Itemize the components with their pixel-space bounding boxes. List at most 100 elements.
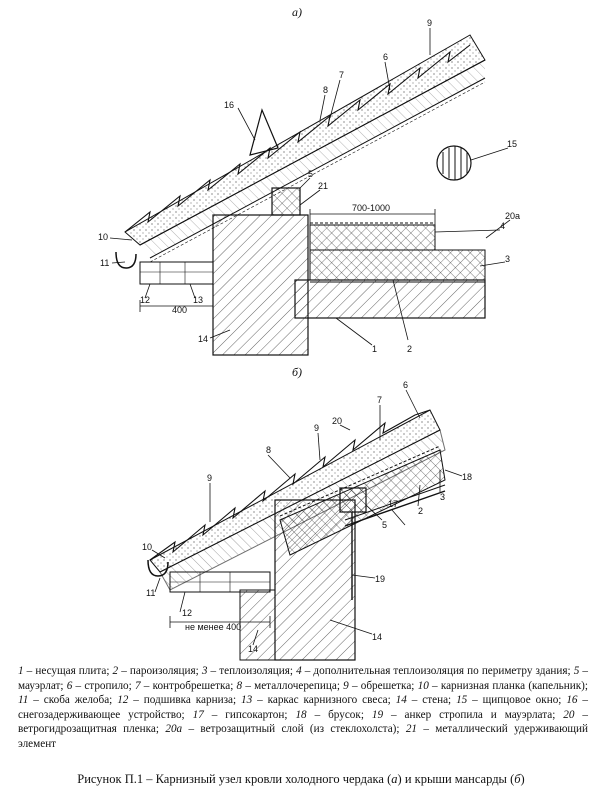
figure-title: Рисунок П.1 – Карнизный узел кровли холо…	[0, 772, 602, 787]
legend-num-19: 19	[371, 708, 384, 721]
legend-text-2: – пароизоляция;	[118, 665, 202, 677]
legend-text-8: – металлочерепица;	[242, 679, 344, 692]
legend-num-8: 8	[236, 679, 243, 692]
legend-text-20a: – ветрозащитный слой (из стеклохолста);	[182, 723, 406, 736]
label-a-15: 15	[507, 139, 517, 149]
legend-text-7: – контробрешетка;	[140, 679, 237, 692]
label-a-3: 3	[505, 254, 510, 264]
label-b-10: 10	[142, 542, 152, 552]
legend-text-9: – обрешетка;	[348, 679, 418, 692]
gypsum-board-b	[344, 490, 446, 527]
label-a-11: 11	[100, 258, 109, 268]
label-b-12: 12	[182, 608, 192, 618]
legend-num-15: 15	[456, 694, 468, 707]
wall-b-outer	[239, 589, 276, 661]
figure-b: б) не менее 400	[142, 365, 472, 661]
legend-num-18: 18	[295, 708, 307, 721]
label-b-11: 11	[146, 588, 155, 598]
leaders-a	[109, 28, 511, 346]
label-b-14-inner: 14	[372, 632, 382, 642]
gutter-a	[115, 251, 137, 269]
label-a-5: 5	[308, 169, 313, 179]
subfigure-b-label: б)	[292, 365, 302, 379]
label-b-18: 18	[462, 472, 472, 482]
label-b-6: 6	[403, 380, 408, 390]
title-a: а	[391, 772, 398, 786]
legend-num-21: 21	[405, 723, 418, 736]
wall-b	[274, 499, 356, 661]
label-a-21: 21	[318, 181, 328, 191]
underlay-a	[149, 81, 486, 263]
legend-text-4: – дополнительная теплоизоляция по периме…	[301, 665, 574, 677]
legend-text-21: – металлический удерживающий элемент	[18, 723, 589, 750]
roof-tile-layer-a	[124, 34, 486, 246]
legend-text-12: – подшивка карниза;	[128, 694, 241, 707]
label-b-2: 2	[418, 506, 423, 516]
legend-num-16: 16	[566, 694, 578, 707]
label-a-16: 16	[224, 100, 234, 110]
legend-text-11: – скоба желоба;	[28, 694, 118, 707]
legend-num-11: 11	[18, 694, 29, 707]
label-a-2: 2	[407, 344, 412, 354]
legend-num-5: 5	[573, 665, 580, 677]
legend-num-9: 9	[343, 679, 349, 692]
legend-num-2: 2	[112, 665, 119, 677]
figure-a: а)	[98, 5, 520, 356]
vapor-barrier-b	[344, 484, 446, 521]
legend-num-14: 14	[395, 694, 407, 707]
dim-400-a: 400	[172, 305, 187, 315]
label-a-12: 12	[140, 295, 150, 305]
title-mid: ) и крыши мансарды (	[397, 772, 515, 786]
label-a-8: 8	[323, 85, 328, 95]
label-a-7: 7	[339, 70, 344, 80]
rafter-body-a	[140, 60, 485, 258]
legend-text-6: – стропило;	[72, 679, 135, 692]
legend-num-10: 10	[417, 679, 429, 692]
legend-num-4: 4	[296, 665, 302, 677]
subfigure-a-label: а)	[292, 5, 302, 19]
label-a-9: 9	[427, 18, 432, 28]
title-b: б	[514, 772, 521, 786]
label-a-10: 10	[98, 232, 108, 242]
label-b-20: 20	[332, 416, 342, 426]
legend-num-13: 13	[240, 694, 253, 707]
wind-film-b	[279, 445, 441, 517]
label-b-9-upper: 9	[314, 423, 319, 433]
label-b-17: 17	[388, 499, 398, 509]
legend-num-1: 1	[18, 665, 24, 677]
legend-num-17: 17	[192, 708, 204, 721]
legend-text-13: – каркас карнизного свеса;	[252, 694, 396, 707]
legend-text-15: – щипцовое окно;	[467, 694, 567, 707]
label-b-8: 8	[266, 445, 271, 455]
dim-700-1000: 700-1000	[352, 203, 390, 213]
label-a-20a: 20а	[505, 211, 520, 221]
legend-num-20a: 20а	[165, 723, 183, 736]
floor-slab-a	[294, 279, 486, 319]
leaders-b	[151, 389, 463, 646]
label-a-1: 1	[372, 344, 377, 354]
label-b-3: 3	[440, 492, 445, 502]
label-b-14-outer: 14	[248, 644, 258, 654]
legend-text-16: – снегозадерживающее устройство;	[18, 694, 589, 721]
title-prefix: Рисунок П.1 – Карнизный узел кровли холо…	[77, 772, 392, 786]
label-a-6: 6	[383, 52, 388, 62]
label-b-19: 19	[375, 574, 385, 584]
legend-text-3: – теплоизоляция;	[207, 665, 297, 677]
legend-num-7: 7	[134, 679, 141, 692]
gutter-b	[147, 559, 169, 577]
legend-text-5: – мауэрлат;	[18, 665, 589, 692]
legend-text-14: – стена;	[406, 694, 457, 707]
legend-num-6: 6	[66, 679, 73, 692]
legend-num-20: 20	[563, 708, 575, 721]
label-b-7: 7	[377, 395, 382, 405]
legend-text-1: – несущая плита;	[23, 665, 113, 677]
legend-text-10: – карнизная планка (капельник);	[428, 679, 589, 692]
wall-a	[212, 214, 309, 356]
metal-tile-profile-a	[124, 44, 471, 233]
label-a-13: 13	[193, 295, 203, 305]
extra-insulation-a	[309, 224, 436, 251]
insulation-a	[309, 249, 486, 281]
mauerlat-b	[339, 487, 367, 513]
mauerlat-a	[271, 187, 301, 216]
eaves-soffit-a	[139, 261, 214, 285]
